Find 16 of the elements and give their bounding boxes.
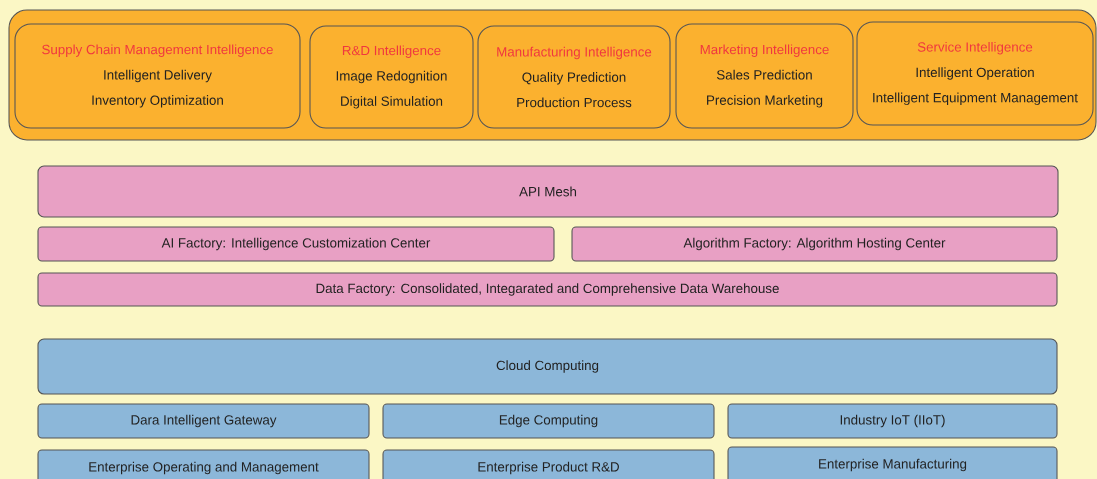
layer-box: API Mesh: [37, 165, 1059, 218]
layer-box: Algorithm Factory: Algorithm Hosting Center: [571, 226, 1058, 262]
layer-box: AI Factory: Intelligence Customization Center: [37, 226, 555, 262]
layer-box: Enterprise Product R&D: [382, 449, 715, 479]
intelligence-card: R&D Intelligence Image Redognition Digital Simulation: [309, 25, 474, 129]
layer-box: Edge Computing: [382, 403, 715, 439]
layer-box: Enterprise Manufacturing: [727, 446, 1058, 479]
layer-box: Enterprise Operating and Management: [37, 449, 370, 479]
layer-box: Industry IoT (IIoT): [727, 403, 1058, 439]
intelligence-card: Marketing Intelligence Sales Prediction Precision Marketing: [675, 23, 854, 129]
layer-box: Cloud Computing: [37, 338, 1058, 395]
intelligence-card: Supply Chain Management Intelligence Intelligent Delivery Inventory Optimization: [14, 23, 301, 129]
intelligence-card: Service Intelligence Intelligent Operation Intelligent Equipment Management: [856, 21, 1094, 126]
layer-box: Data Factory: Consolidated, Integarated and Comprehensive Data Warehouse: [37, 272, 1058, 307]
intelligence-card: Manufacturing Intelligence Quality Prediction Production Process: [477, 25, 671, 129]
layer-box: Dara Intelligent Gateway: [37, 403, 370, 439]
